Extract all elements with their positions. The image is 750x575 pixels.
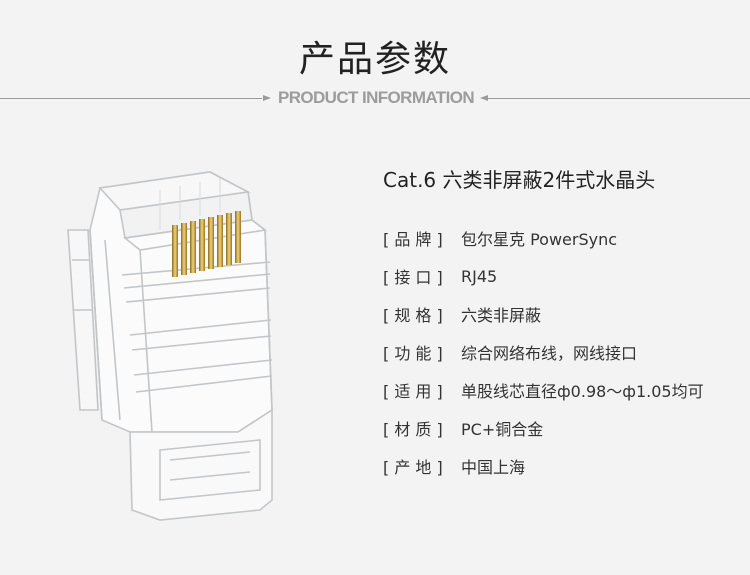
spec-label: [ 接 口 ] [383,268,443,287]
page-title: 产品参数 [298,39,451,80]
spec-row-interface: [ 接 口 ] RJ45 [383,257,704,295]
spec-value: 六类非屏蔽 [461,306,542,325]
spec-row-function: [ 功 能 ] 综合网络布线，网线接口 [383,333,704,371]
spec-label: [ 品 牌 ] [383,230,443,249]
spec-label: [ 产 地 ] [383,458,443,477]
spec-label: [ 材 质 ] [383,420,443,439]
spec-row-brand: [ 品 牌 ] 包尔星克 PowerSync [383,219,704,257]
spec-label: [ 规 格 ] [383,306,443,325]
arrow-right-icon [263,95,271,101]
rj45-connector-icon [67,171,273,521]
spec-list: [ 品 牌 ] 包尔星克 PowerSync [ 接 口 ] RJ45 [ 规 … [383,219,704,485]
arrow-left-icon [480,95,488,101]
spec-value: 中国上海 [461,458,526,477]
divider-left [0,98,262,99]
product-name: Cat.6 六类非屏蔽2件式水晶头 [383,168,656,192]
spec-label: [ 适 用 ] [383,382,443,401]
product-image [60,170,290,529]
spec-value: PC+铜合金 [461,420,544,439]
spec-value: 综合网络布线，网线接口 [461,344,638,363]
page-subtitle: PRODUCT INFORMATION [277,88,475,107]
divider-right [488,98,750,99]
spec-row-material: [ 材 质 ] PC+铜合金 [383,409,704,447]
spec-row-origin: [ 产 地 ] 中国上海 [383,447,704,485]
spec-value: RJ45 [461,266,498,286]
spec-row-applicable: [ 适 用 ] 单股线芯直径ф0.98～ф1.05均可 [383,371,704,409]
spec-label: [ 功 能 ] [383,344,443,363]
spec-value: 包尔星克 PowerSync [461,230,618,249]
spec-row-spec: [ 规 格 ] 六类非屏蔽 [383,295,704,333]
spec-value: 单股线芯直径ф0.98～ф1.05均可 [461,382,704,401]
